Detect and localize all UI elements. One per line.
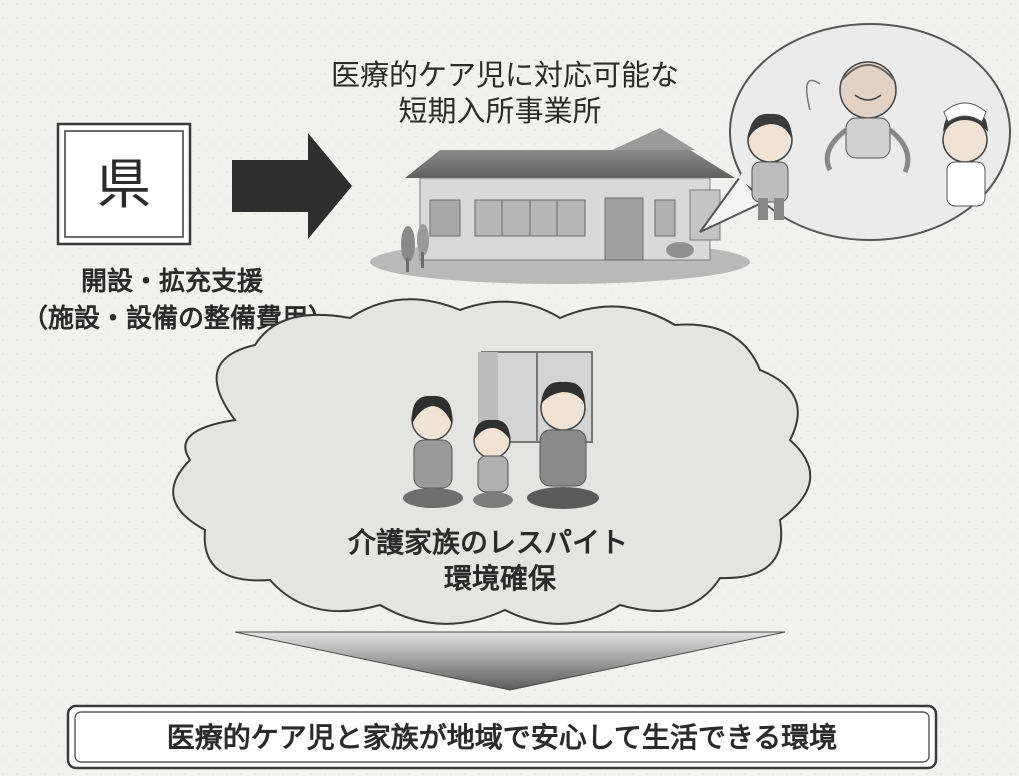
right-arrow-icon bbox=[232, 133, 352, 239]
facility-title-line2: 短期入所事業所 bbox=[398, 94, 601, 128]
facility-building-icon bbox=[370, 128, 750, 284]
prefecture-label: 県 bbox=[97, 153, 151, 216]
down-arrow-icon bbox=[234, 631, 786, 691]
facility-title-line1: 医療的ケア児に対応可能な bbox=[331, 58, 679, 92]
family-line2: 環境確保 bbox=[444, 562, 557, 595]
outcome-box: 医療的ケア児と家族が地域で安心して生活できる環境 bbox=[66, 704, 938, 770]
caregivers-icon bbox=[747, 61, 988, 220]
outcome-text: 医療的ケア児と家族が地域で安心して生活できる環境 bbox=[167, 721, 838, 754]
support-line1: 開設・拡充支援 bbox=[81, 266, 264, 297]
family-line1: 介護家族のレスパイト bbox=[347, 526, 628, 559]
prefecture-box: 県 bbox=[56, 122, 192, 246]
family-icon bbox=[403, 351, 599, 509]
